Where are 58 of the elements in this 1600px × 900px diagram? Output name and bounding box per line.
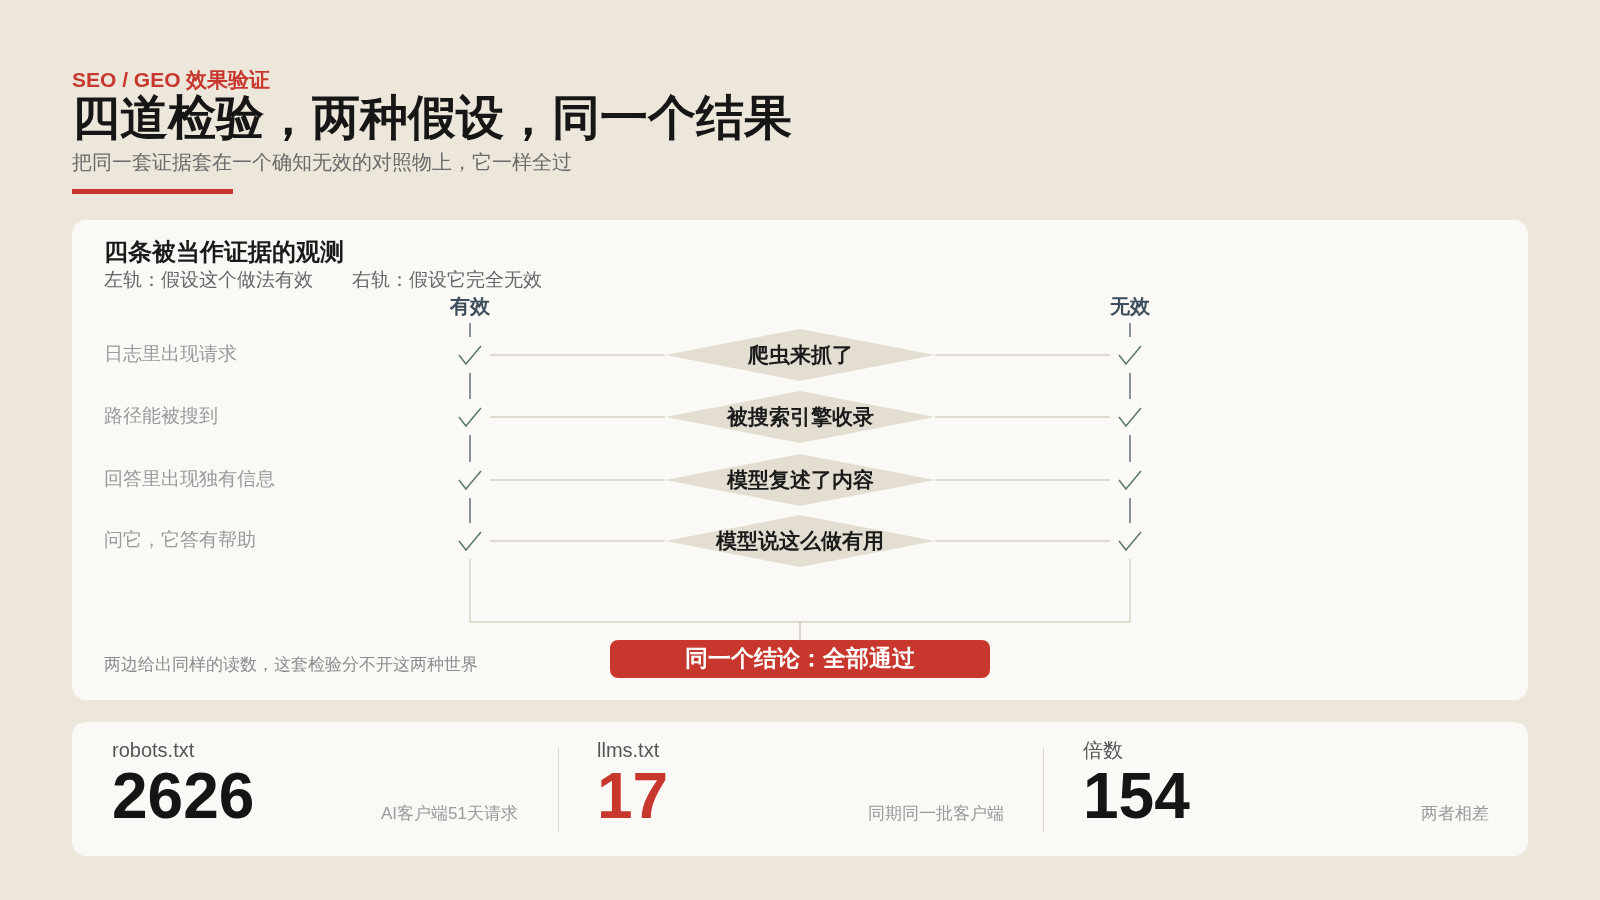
stat-label: llms.txt (597, 738, 660, 762)
rail-line (1129, 497, 1131, 524)
stat-value: 2626 (112, 759, 255, 834)
subtitle: 把同一套证据套在一个确知无效的对照物上，它一样全过 (72, 150, 572, 174)
rail-caption: 右轨：假设它完全无效 (352, 269, 542, 292)
rail-caption: 左轨：假设这个做法有效 (104, 269, 313, 292)
check-icon (458, 407, 482, 427)
rail-line (1129, 372, 1131, 400)
check-icon (1118, 531, 1142, 551)
rail-heading: 有效 (450, 294, 490, 318)
conclusion-banner: 同一个结论：全部通过 (610, 640, 990, 678)
check-icon (458, 345, 482, 365)
stat-label: 倍数 (1083, 738, 1123, 762)
stat-value: 154 (1083, 760, 1190, 834)
panel-heading: 四条被当作证据的观测 (104, 238, 344, 267)
rail-line (469, 497, 471, 524)
connector-line (489, 479, 666, 481)
connector-line (934, 416, 1111, 418)
check-icon (1118, 470, 1142, 490)
rail-line (469, 372, 471, 400)
row-label: 问它，它答有帮助 (104, 529, 256, 552)
stat-value: 17 (597, 759, 669, 834)
connector-line (489, 416, 666, 418)
check-icon (458, 470, 482, 490)
step-text: 模型说这么做有用 (716, 528, 884, 554)
row-label: 日志里出现请求 (104, 343, 237, 366)
section-kicker: SEO / GEO 效果验证 (72, 67, 271, 91)
stat-label: robots.txt (112, 738, 195, 762)
stat-caption: 两者相差 (1421, 804, 1489, 825)
check-icon (1118, 345, 1142, 365)
stat-caption: 同期同一批客户端 (868, 804, 1004, 825)
footnote: 两边给出同样的读数，这套检验分不开这两种世界 (104, 655, 478, 676)
step-text: 被搜索引擎收录 (726, 404, 874, 430)
rail-heading: 无效 (1110, 294, 1150, 318)
rail-line (469, 434, 471, 463)
observation-diamond (665, 454, 935, 506)
page-title: 四道检验，两种假设，同一个结果 (72, 90, 792, 146)
check-icon (1118, 407, 1142, 427)
evidence-panel (72, 220, 1528, 700)
row-label: 路径能被搜到 (104, 405, 218, 428)
connector-line (489, 354, 666, 356)
step-text: 爬虫来抓了 (747, 342, 853, 368)
observation-diamond (665, 329, 935, 381)
rail-line (1129, 322, 1131, 338)
bracket-line (799, 558, 1131, 641)
stat-caption: AI客户端51天请求 (381, 804, 518, 825)
stats-panel (72, 722, 1528, 856)
connector-line (489, 540, 666, 542)
connector-line (934, 354, 1111, 356)
connector-line (934, 540, 1111, 542)
row-label: 回答里出现独有信息 (104, 468, 275, 491)
rail-line (469, 322, 471, 338)
observation-diamond (665, 391, 935, 443)
observation-diamond (665, 515, 935, 567)
rail-line (1129, 434, 1131, 463)
connector-line (934, 479, 1111, 481)
step-text: 模型复述了内容 (726, 467, 874, 493)
check-icon (458, 531, 482, 551)
